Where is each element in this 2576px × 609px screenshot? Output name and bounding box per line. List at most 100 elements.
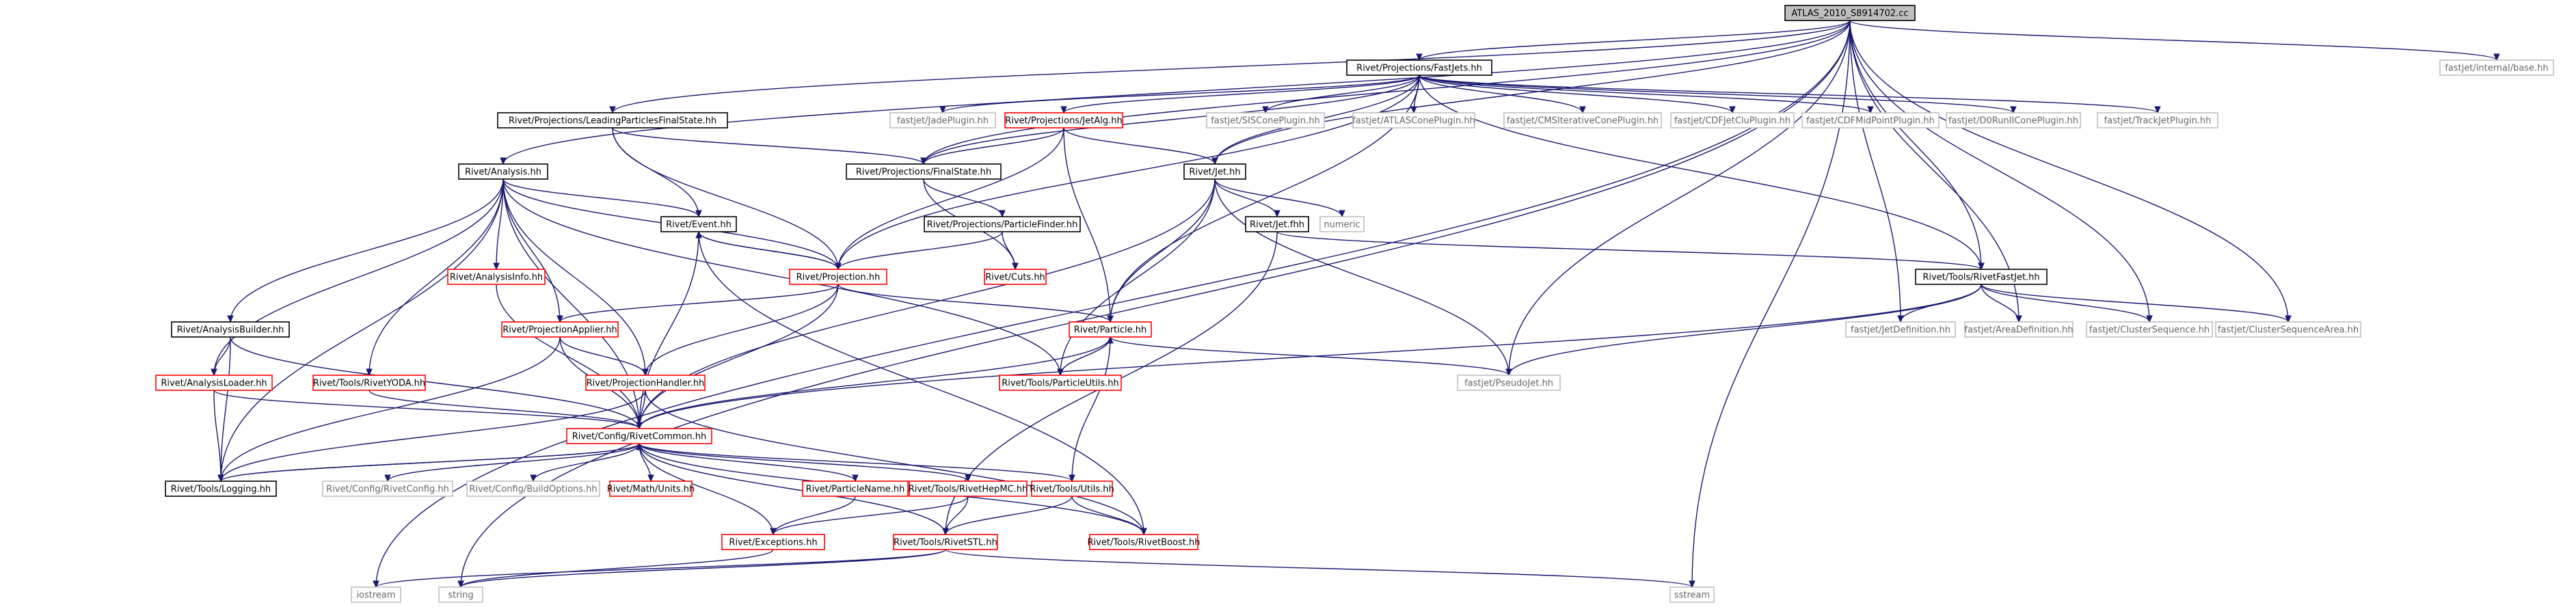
node-box [1069, 321, 1152, 338]
node-label: Rivet/AnalysisInfo.hh [450, 273, 543, 283]
node-box [889, 112, 996, 128]
node-clustersequencearea: fastjet/ClusterSequenceArea.hh [2215, 321, 2361, 338]
node-rivetstl[interactable]: Rivet/Tools/RivetSTL.hh [893, 534, 998, 550]
edge-line [1063, 127, 1111, 323]
edge-arrowhead [920, 157, 927, 165]
node-rivetcommon[interactable]: Rivet/Config/RivetCommon.hh [566, 428, 712, 444]
edge-rivetstl-to-iostream [373, 549, 946, 588]
node-cuts[interactable]: Rivet/Cuts.hh [984, 269, 1047, 285]
edge-line [923, 75, 1420, 165]
node-analysisloader[interactable]: Rivet/AnalysisLoader.hh [155, 375, 273, 391]
node-toolsutils[interactable]: Rivet/Tools/Utils.hh [1030, 481, 1114, 497]
node-event[interactable]: Rivet/Event.hh [660, 216, 737, 232]
node-label: Rivet/Projections/LeadingParticlesFinalS… [509, 116, 716, 126]
node-cdfjetclu: fastjet/CDFJetCluPlugin.hh [1670, 112, 1795, 128]
edge-arrowhead [1140, 528, 1147, 536]
edge-arrowhead [2493, 53, 2500, 62]
edge-line [230, 336, 640, 429]
node-box [438, 586, 483, 603]
node-rivethepmc[interactable]: Rivet/Tools/RivetHepMC.hh [909, 481, 1028, 497]
node-label: fastjet/JadePlugin.hh [897, 116, 989, 126]
node-root[interactable]: ATLAS_2010_S8914702.cc [1784, 5, 1916, 21]
node-analysisinfo[interactable]: Rivet/AnalysisInfo.hh [447, 269, 546, 285]
node-jet[interactable]: Rivet/Jet.hh [1183, 163, 1246, 180]
node-rivetyoda[interactable]: Rivet/Tools/RivetYODA.hh [312, 375, 426, 391]
node-label: ATLAS_2010_S8914702.cc [1791, 9, 1908, 19]
edge-analysisloader-to-rivetcommon [213, 390, 643, 430]
edge-arrowhead [217, 474, 224, 483]
node-particle[interactable]: Rivet/Particle.hh [1069, 321, 1152, 338]
edge-arrowhead [939, 106, 946, 114]
node-label: Rivet/Projections/JetAlg.hh [1005, 116, 1123, 126]
node-rivetfastjet[interactable]: Rivet/Tools/RivetFastJet.hh [1915, 269, 2048, 285]
edge-arrowhead [1107, 315, 1114, 323]
node-fastjets[interactable]: Rivet/Projections/FastJets.hh [1346, 59, 1492, 76]
edge-rivetstl-to-string [457, 549, 946, 588]
node-box [802, 481, 909, 497]
edge-arrowhead [1867, 106, 1874, 114]
edge-line [1071, 496, 1144, 535]
edge-arrowhead [2015, 315, 2022, 323]
edge-line [1419, 75, 2014, 113]
node-label: Rivet/Config/RivetConfig.hh [326, 485, 449, 495]
node-analysis[interactable]: Rivet/Analysis.hh [458, 163, 548, 180]
edge-root-to-lpfs [609, 20, 1851, 114]
edge-line [1419, 20, 1851, 61]
edge-line [639, 443, 774, 535]
node-projection[interactable]: Rivet/Projection.hh [789, 269, 887, 285]
edge-projection-to-projectionapplier [556, 284, 839, 323]
edge-line [368, 178, 504, 376]
edge-line [773, 496, 856, 535]
edge-line [1508, 20, 1851, 376]
node-jetfhh[interactable]: Rivet/Jet.fhh [1245, 216, 1309, 232]
node-lpfs[interactable]: Rivet/Projections/LeadingParticlesFinalS… [497, 112, 728, 128]
edge-particleutils-to-particle [1060, 336, 1114, 376]
node-logging[interactable]: Rivet/Tools/Logging.hh [165, 481, 277, 497]
edge-toolsutils-to-rivetstl [942, 496, 1073, 536]
node-box [1245, 216, 1309, 232]
node-label: fastjet/CMSIterativeConePlugin.hh [1507, 116, 1659, 126]
node-rivetboost[interactable]: Rivet/Tools/RivetBoost.hh [1088, 534, 1200, 550]
edge-arrowhead [1729, 106, 1736, 114]
edge-line [1981, 284, 2020, 323]
edge-projectionapplier-to-logging [217, 336, 561, 483]
node-box [566, 428, 712, 444]
edge-rivetfastjet-to-clustersequencearea [1981, 284, 2292, 323]
node-particlename[interactable]: Rivet/ParticleName.hh [802, 481, 909, 497]
edge-line [1419, 75, 1733, 113]
node-jetalg[interactable]: Rivet/Projections/JetAlg.hh [1004, 112, 1123, 128]
node-box [1845, 321, 1956, 338]
node-particleutils[interactable]: Rivet/Tools/ParticleUtils.hh [999, 375, 1122, 391]
node-projectionhandler[interactable]: Rivet/ProjectionHandler.hh [585, 375, 706, 391]
edge-analysis-to-analysisinfo [493, 178, 504, 271]
edge-arrowhead [2154, 106, 2161, 114]
node-box [2097, 112, 2218, 128]
edge-line [220, 443, 640, 482]
node-mathunits[interactable]: Rivet/Math/Units.hh [607, 481, 695, 497]
edge-rivetcommon-to-buildoptions [530, 443, 640, 483]
node-box [893, 534, 998, 550]
edge-line [639, 336, 1111, 429]
edge-analysisbuilder-to-rivetcommon [230, 336, 643, 430]
edge-lpfs-to-finalstate [612, 127, 927, 165]
node-label: fastjet/ClusterSequence.hh [2089, 325, 2210, 336]
node-box [322, 481, 453, 497]
edge-line [639, 284, 839, 429]
node-label: fastjet/TrackJetPlugin.hh [2104, 116, 2212, 126]
node-analysisbuilder[interactable]: Rivet/AnalysisBuilder.hh [171, 321, 290, 338]
edge-arrowhead [1060, 106, 1067, 114]
node-label: Rivet/Exceptions.hh [729, 538, 817, 548]
edge-particlename-to-exceptions [770, 496, 856, 536]
edge-line [502, 20, 1851, 165]
edge-line [923, 178, 1003, 217]
edge-line [1981, 284, 2289, 323]
edge-line [1063, 75, 1420, 113]
node-projectionapplier[interactable]: Rivet/ProjectionApplier.hh [501, 321, 619, 338]
edge-line [368, 390, 640, 429]
edge-arrowhead [373, 580, 379, 588]
node-finalstate[interactable]: Rivet/Projections/FinalState.hh [846, 163, 1002, 180]
node-label: fastjet/AreaDefinition.hh [1965, 325, 2074, 336]
node-exceptions[interactable]: Rivet/Exceptions.hh [721, 534, 825, 550]
node-particlefinder[interactable]: Rivet/Projections/ParticleFinder.hh [924, 216, 1081, 232]
edge-fastjets-to-d0run2cone [1419, 75, 2017, 114]
